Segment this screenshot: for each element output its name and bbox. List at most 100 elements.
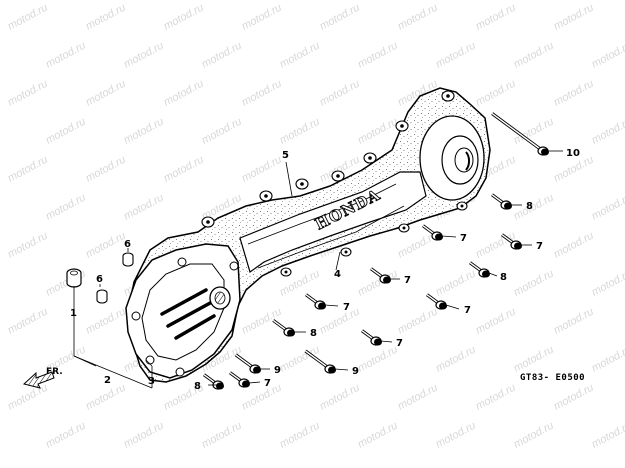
watermark-text: motod.ru [240,78,284,109]
watermark-text: motod.ru [84,154,128,185]
watermark-text: motod.ru [434,420,478,451]
watermark-text: motod.ru [356,420,400,451]
watermark-text: motod.ru [552,78,596,109]
watermark-text: motod.ru [278,40,322,71]
bolt-8d [203,373,224,390]
callout-7g: 7 [264,378,271,389]
watermark-text: motod.ru [474,382,518,413]
watermark-text: motod.ru [6,306,50,337]
watermark-text: motod.ru [84,78,128,109]
watermark-text: motod.ru [512,268,556,299]
watermark-text: motod.ru [590,268,625,299]
dowel-pin-6b [96,289,108,304]
watermark-text: motod.ru [396,382,440,413]
callout-7c: 7 [404,275,411,286]
bolt-7b [501,233,532,250]
callout-1: 1 [70,308,77,319]
watermark-text: motod.ru [6,154,50,185]
watermark-text: motod.ru [356,344,400,375]
callout-8b: 8 [500,272,507,283]
dowel-pin-6a [122,252,134,267]
watermark-text: motod.ru [162,78,206,109]
bolt-8b [469,261,498,278]
watermark-text: motod.ru [318,382,362,413]
watermark-text: motod.ru [474,78,518,109]
watermark-text: motod.ru [162,2,206,33]
watermark-text: motod.ru [396,2,440,33]
watermark-text: motod.ru [552,230,596,261]
callout-9a: 9 [274,365,281,376]
watermark-text: motod.ru [318,2,362,33]
diagram-code: GT83- E0500 [520,373,585,383]
watermark-text: motod.ru [396,306,440,337]
callout-7d: 7 [343,302,350,313]
watermark-text: motod.ru [162,154,206,185]
callout-7f: 7 [396,338,403,349]
watermark-text: motod.ru [84,382,128,413]
callout-9b: 9 [352,366,359,377]
watermark-text: motod.ru [84,2,128,33]
watermark-text: motod.ru [6,382,50,413]
watermark-text: motod.ru [6,2,50,33]
callout-10: 10 [566,148,580,159]
bolt-7c [370,267,400,284]
watermark-text: motod.ru [590,192,625,223]
watermark-text: motod.ru [278,420,322,451]
bolt-10 [491,112,563,156]
watermark-text: motod.ru [590,116,625,147]
watermark-text: motod.ru [44,40,88,71]
bolt-9a [234,353,270,374]
watermark-text: motod.ru [512,420,556,451]
watermark-text: motod.ru [44,420,88,451]
callout-7e: 7 [464,305,471,316]
callout-6a: 6 [124,239,131,250]
watermark-text: motod.ru [318,78,362,109]
watermark-text: motod.ru [512,40,556,71]
bolt-7e [426,293,460,310]
bolt-8a [491,193,522,210]
watermark-text: motod.ru [44,192,88,223]
callout-8a: 8 [526,201,533,212]
watermark-text: motod.ru [552,306,596,337]
watermark-text: motod.ru [474,306,518,337]
watermark-text: motod.ru [84,306,128,337]
callout-8c: 8 [310,328,317,339]
watermark-text: motod.ru [356,116,400,147]
bolt-layer [203,112,563,390]
watermark-text: motod.ru [590,344,625,375]
bolt-7d [305,293,339,310]
watermark-text: motod.ru [240,2,284,33]
front-direction-arrow: FR. [22,367,63,389]
watermark-text: motod.ru [434,40,478,71]
watermark-text: motod.ru [200,40,244,71]
callout-labels: 1 2 3 4 5 6 6 7 7 7 7 7 7 7 8 8 8 8 9 9 … [70,148,580,392]
front-direction-label: FR. [46,367,63,377]
watermark-text: motod.ru [318,306,362,337]
watermark-text: motod.ru [434,268,478,299]
bolt-7a [422,224,457,241]
watermark-text: motod.ru [122,192,166,223]
watermark-text: motod.ru [200,420,244,451]
watermark-text: motod.ru [6,78,50,109]
watermark-text: motod.ru [122,40,166,71]
watermark-text: motod.ru [122,420,166,451]
bolt-7f [361,329,393,346]
watermark-text: motod.ru [552,382,596,413]
callout-3: 3 [148,376,155,387]
watermark-text: motod.ru [240,154,284,185]
watermark-text: motod.ru [590,420,625,451]
leader-lines [73,161,341,389]
watermark-text: motod.ru [240,306,284,337]
callout-5: 5 [282,150,289,161]
bolt-8c [272,319,306,337]
bolt-7g [229,371,261,388]
callout-4: 4 [334,269,341,280]
callout-6b: 6 [96,274,103,285]
callout-7a: 7 [460,233,467,244]
watermark-text: motod.ru [84,230,128,261]
watermark-text: motod.ru [122,116,166,147]
watermark-text: motod.ru [356,40,400,71]
collar-part-1 [66,268,82,288]
